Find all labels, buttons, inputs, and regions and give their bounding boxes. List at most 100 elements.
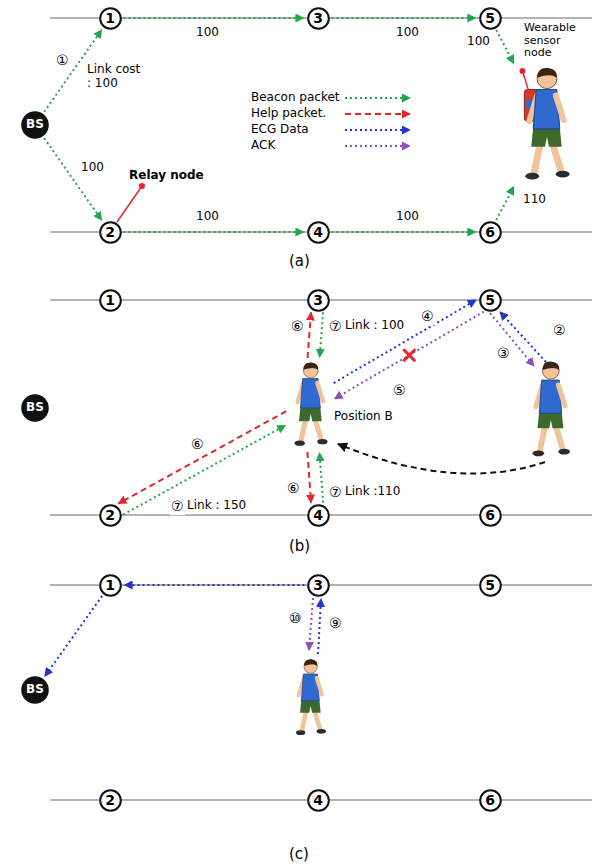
packet-arrow-green (124, 17, 304, 19)
legend-text: ACK (250, 138, 276, 152)
relay-node: 3 (307, 289, 330, 312)
packet-arrow-blue (45, 596, 102, 676)
node-label: 1 (105, 10, 115, 26)
link-cost-label: 100 (395, 25, 420, 39)
legend-sample (345, 145, 410, 147)
walking-person (533, 362, 571, 457)
node-label: BS (26, 683, 44, 697)
node-label: 2 (105, 792, 115, 808)
ecg-data-arrow (318, 599, 321, 654)
leader-line (117, 186, 142, 222)
packet-arrow-red (118, 411, 286, 503)
node-outline (100, 505, 121, 526)
legend-sample (345, 129, 410, 131)
relay-node: 5 (479, 289, 502, 312)
packet-arrow-green (123, 425, 285, 514)
node-outline (480, 8, 501, 29)
failure-mark-stroke (403, 349, 415, 361)
node-outline (100, 790, 121, 811)
mobile-sensor-node: Position B (288, 360, 332, 450)
callout-number: ⑦ (328, 318, 343, 335)
packet-arrow-green (44, 138, 101, 220)
packet-arrow-blue (125, 584, 305, 586)
callout-number: ⑨ (328, 615, 343, 632)
node-outline (308, 505, 329, 526)
node-outline (480, 575, 501, 596)
packet-arrow-green (332, 17, 476, 19)
packet-arrow-green (124, 231, 304, 233)
link-cost-label: Link cost : 100 (86, 62, 144, 91)
packet-arrow-green (332, 231, 476, 233)
base-station: BS (21, 676, 49, 704)
link-cost-label: Link : 150 (186, 498, 247, 512)
node-label: 1 (105, 292, 115, 308)
callout-number: ⑥ (190, 436, 205, 453)
node-outline (308, 222, 329, 243)
relay-node: 3 (307, 7, 330, 30)
node-outline (100, 8, 121, 29)
node-label: Position B (334, 410, 393, 424)
relay-node: 3 (307, 574, 330, 597)
callout-number: ⑥ (286, 480, 301, 497)
node-outline (308, 575, 329, 596)
link-cost-label: 110 (522, 192, 547, 206)
relay-node-label: Relay node (128, 168, 205, 182)
legend-sample (345, 97, 410, 99)
legend-text: Beacon packet (250, 90, 341, 104)
relay-leader (117, 183, 145, 222)
ack-arrow (309, 598, 313, 650)
panel-caption: (b) (288, 537, 311, 555)
node-label: 3 (313, 292, 323, 308)
person-figure (515, 66, 577, 184)
node-label: BS (26, 401, 44, 415)
node-label: 3 (313, 10, 323, 26)
relay-node: 5 (479, 7, 502, 30)
callout-number: ② (552, 322, 567, 339)
base-station: BS (21, 394, 49, 422)
packet-arrow-green (320, 312, 323, 357)
callout-number: ① (55, 52, 70, 69)
link-cost-label: 100 (466, 34, 491, 48)
failure-mark-stroke (403, 349, 415, 361)
relay-node: 1 (99, 289, 122, 312)
node-outline (480, 790, 501, 811)
callout-number: ⑥ (290, 318, 305, 335)
node-outline (100, 290, 121, 311)
node-outline (308, 8, 329, 29)
node-outline (22, 112, 48, 138)
packet-arrow-green (320, 453, 324, 503)
node-label: 2 (105, 224, 115, 240)
node-outline (480, 222, 501, 243)
node-label: 2 (105, 507, 115, 523)
node-label: 5 (485, 577, 495, 593)
link-cost-label: 100 (395, 209, 420, 223)
node-label: 4 (313, 792, 323, 808)
movement-arrow (338, 444, 545, 474)
walking-person (519, 68, 569, 180)
node-outline (100, 575, 121, 596)
failure-mark (403, 349, 415, 361)
callout-number: ⑦ (328, 484, 343, 501)
relay-node: 4 (307, 789, 330, 812)
node-label: 6 (485, 224, 495, 240)
node-label: 5 (485, 292, 495, 308)
relay-node: 1 (99, 7, 122, 30)
panel-caption: (a) (288, 252, 311, 270)
relay-node: 1 (99, 574, 122, 597)
walking-person (295, 362, 328, 445)
packet-arrow-red (308, 312, 311, 358)
link-cost-label: Link : 100 (344, 318, 405, 332)
callout-number: ④ (420, 308, 435, 325)
node-outline (22, 677, 48, 703)
panel-caption: (c) (288, 845, 310, 863)
relay-node: 2 (99, 789, 122, 812)
person-figure (288, 360, 332, 450)
relay-node: 6 (479, 221, 502, 244)
callout-number: ⑤ (392, 382, 407, 399)
node-outline (480, 290, 501, 311)
relay-node: 4 (307, 504, 330, 527)
link-cost-label: 100 (195, 209, 220, 223)
callout-number: ⑦ (170, 498, 185, 515)
relay-node: 6 (479, 789, 502, 812)
legend-text: ECG Data (250, 122, 310, 136)
